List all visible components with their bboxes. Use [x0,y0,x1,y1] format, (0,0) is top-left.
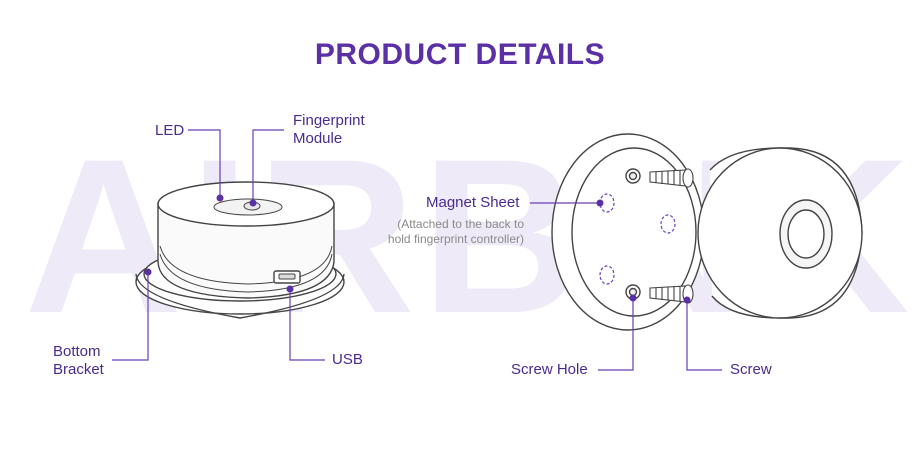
controller-back-illustration [697,147,863,319]
label-led: LED [155,122,185,139]
leader-dots [144,194,691,304]
label-magnet-sheet: Magnet Sheet [426,194,520,211]
leader-lines [112,129,722,371]
fingerprint-controller-illustration [135,181,345,319]
label-fingerprint-module: Fingerprint Module [293,112,365,147]
label-screw: Screw [730,361,772,378]
page-title: PRODUCT DETAILS [314,38,606,71]
label-usb: USB [332,351,363,368]
mount-plate-illustration [551,133,705,331]
label-screw-hole: Screw Hole [511,361,588,378]
magnet-sheet-note: (Attached to the back to hold fingerprin… [387,217,524,246]
label-bottom-bracket: Bottom Bracket [53,343,104,378]
